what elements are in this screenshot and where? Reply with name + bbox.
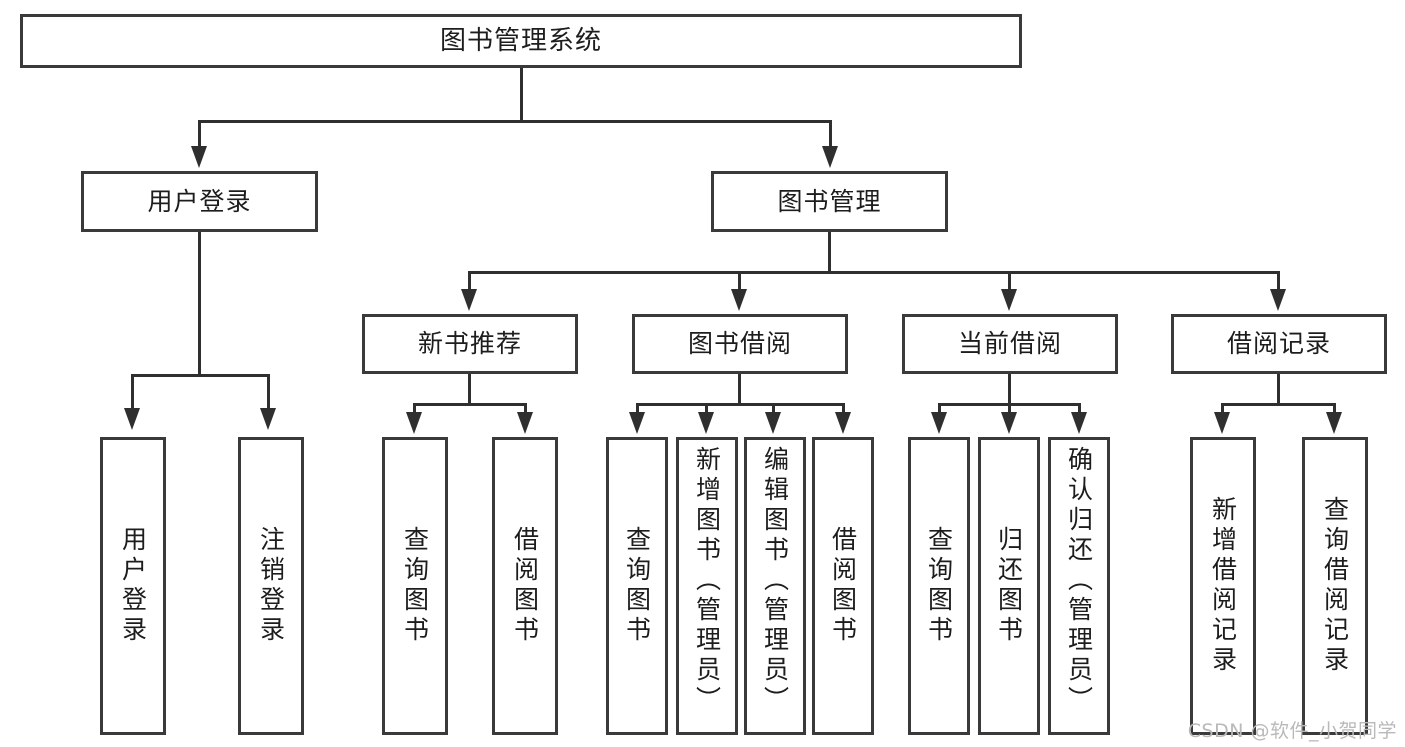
watermark-text: CSDN @软件_小贺同学: [1187, 720, 1397, 742]
node-label: 图书管理系统: [439, 25, 602, 56]
node-label: 归还图书: [994, 526, 1024, 646]
node-label: 图书借阅: [687, 329, 792, 359]
connector-cb-drop-3: [1078, 403, 1081, 415]
node-label: 图书管理: [777, 186, 882, 216]
connector-cb-drop-1: [938, 403, 941, 415]
node-label: 借阅图书: [510, 526, 540, 646]
arrowhead-leaf-user-login: [124, 408, 140, 430]
connector-bb-drop-2: [705, 403, 708, 415]
arrowhead-nbr-2: [517, 412, 533, 434]
connector-bm-drop-3: [1008, 271, 1011, 291]
arrowhead-bb-4: [835, 412, 851, 434]
connector-bookmanage-bar: [468, 271, 1280, 274]
arrowhead-bb-3: [765, 412, 781, 434]
leaf-logout[interactable]: 注销登录: [238, 437, 304, 735]
node-label: 用户登录: [118, 526, 148, 646]
connector-root-drop-left: [198, 120, 201, 148]
connector-bookmanage-stem: [828, 232, 831, 272]
leaf-cb-confirm-return-admin[interactable]: 确认归还（管理员）: [1048, 437, 1110, 735]
node-label: 注销登录: [256, 526, 286, 646]
node-label: 查询图书: [924, 526, 954, 646]
arrowhead-br-2: [1326, 412, 1342, 434]
leaf-cb-query-book[interactable]: 查询图书: [908, 437, 970, 735]
leaf-bb-query-book[interactable]: 查询图书: [606, 437, 668, 735]
arrowhead-nbr-1: [406, 412, 422, 434]
connector-br-stem: [1277, 374, 1280, 404]
connector-br-drop-1: [1221, 403, 1224, 415]
connector-nbr-drop-2: [524, 403, 527, 415]
arrowhead-cb-2: [1001, 412, 1017, 434]
node-label: 当前借阅: [957, 329, 1062, 359]
node-label: 查询借阅记录: [1320, 496, 1350, 676]
arrowhead-borrow-record: [1270, 289, 1286, 311]
leaf-bb-add-book-admin[interactable]: 新增图书（管理员）: [676, 437, 738, 735]
leaf-nbr-borrow-book[interactable]: 借阅图书: [492, 437, 558, 735]
node-new-book-recommend[interactable]: 新书推荐: [362, 314, 578, 374]
arrowhead-book-manage: [822, 146, 838, 168]
arrowhead-current-borrow: [1001, 289, 1017, 311]
node-book-manage[interactable]: 图书管理: [711, 171, 948, 232]
connector-cb-stem: [1008, 374, 1011, 404]
arrowhead-bb-1: [629, 412, 645, 434]
node-label: 新增图书（管理员）: [692, 446, 722, 716]
leaf-cb-return-book[interactable]: 归还图书: [978, 437, 1040, 735]
node-label: 用户登录: [147, 186, 252, 216]
connector-bm-drop-2: [738, 271, 741, 291]
arrowhead-new-book-recommend: [461, 289, 477, 311]
arrowhead-bb-2: [698, 412, 714, 434]
connector-userlogin-stem: [198, 232, 201, 375]
connector-root-stem: [520, 68, 523, 120]
leaf-bb-borrow-book[interactable]: 借阅图书: [812, 437, 874, 735]
node-label: 借阅图书: [828, 526, 858, 646]
connector-nbr-stem: [468, 374, 471, 404]
node-book-borrow[interactable]: 图书借阅: [632, 314, 848, 374]
node-label: 借阅记录: [1226, 329, 1331, 359]
node-borrow-record[interactable]: 借阅记录: [1171, 314, 1387, 374]
connector-root-drop-right: [829, 120, 832, 148]
connector-nbr-drop-1: [413, 403, 416, 415]
leaf-br-query-record[interactable]: 查询借阅记录: [1302, 437, 1368, 735]
arrowhead-cb-1: [931, 412, 947, 434]
leaf-br-add-record[interactable]: 新增借阅记录: [1190, 437, 1256, 735]
node-root-system[interactable]: 图书管理系统: [20, 14, 1022, 68]
node-label: 新增借阅记录: [1208, 496, 1238, 676]
connector-br-drop-2: [1333, 403, 1336, 415]
arrowhead-leaf-logout: [260, 408, 276, 430]
connector-bm-drop-1: [468, 271, 471, 291]
arrowhead-cb-3: [1071, 412, 1087, 434]
arrowhead-br-1: [1214, 412, 1230, 434]
connector-bb-drop-4: [842, 403, 845, 415]
connector-cb-drop-2: [1008, 403, 1011, 415]
connector-nbr-bar: [413, 403, 527, 406]
connector-bb-drop-1: [636, 403, 639, 415]
leaf-user-login[interactable]: 用户登录: [100, 437, 166, 735]
connector-br-bar: [1221, 403, 1336, 406]
connector-userlogin-drop-1: [131, 374, 134, 409]
connector-bm-drop-4: [1277, 271, 1280, 291]
connector-userlogin-bar: [131, 374, 269, 377]
node-label: 查询图书: [622, 526, 652, 646]
leaf-nbr-query-book[interactable]: 查询图书: [382, 437, 448, 735]
node-user-login[interactable]: 用户登录: [81, 171, 318, 232]
leaf-bb-edit-book-admin[interactable]: 编辑图书（管理员）: [744, 437, 806, 735]
connector-bb-bar: [636, 403, 845, 406]
connector-bb-stem: [738, 374, 741, 404]
connector-bb-drop-3: [772, 403, 775, 415]
connector-root-bar: [198, 120, 832, 123]
node-label: 编辑图书（管理员）: [760, 446, 790, 716]
arrowhead-user-login: [191, 146, 207, 168]
node-label: 确认归还（管理员）: [1064, 446, 1094, 716]
node-label: 新书推荐: [417, 329, 522, 359]
connector-userlogin-drop-2: [267, 374, 270, 409]
node-label: 查询图书: [400, 526, 430, 646]
arrowhead-book-borrow: [731, 289, 747, 311]
node-current-borrow[interactable]: 当前借阅: [902, 314, 1118, 374]
